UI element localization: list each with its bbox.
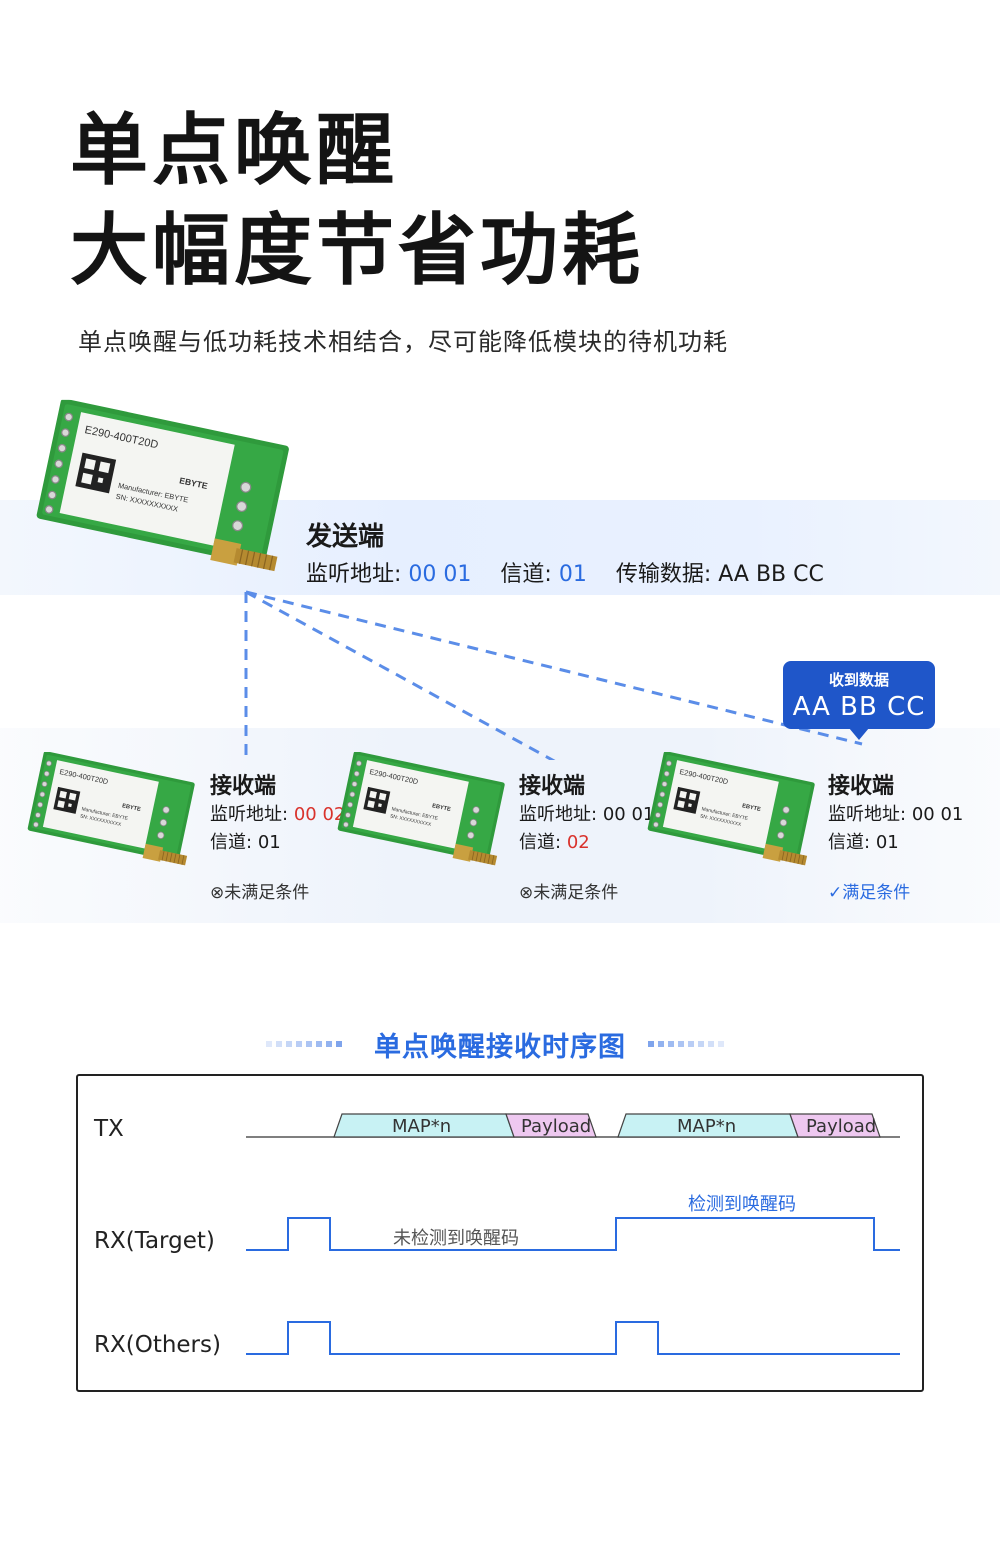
timing-title: 单点唤醒接收时序图 [374, 1032, 626, 1063]
tx-map-label-2: MAP*n [677, 1116, 737, 1137]
receiver-2-addr-label: 监听地址: [519, 804, 598, 825]
receiver-1-addr-label: 监听地址: [210, 804, 289, 825]
receiver-2-status: ⊗未满足条件 [519, 878, 618, 903]
receiver-1-title: 接收端 [210, 774, 277, 799]
receiver-3-module-image [644, 752, 824, 882]
receiver-1-status-text: 未满足条件 [224, 883, 310, 903]
sender-addr-value: 00 01 [408, 562, 472, 587]
row-label-rx-target: RX(Target) [94, 1228, 215, 1254]
receiver-2-addr-value: 00 01 [602, 804, 655, 825]
sender-data-value: AA BB CC [718, 562, 824, 587]
receiver-2-module-image [334, 752, 514, 882]
connection-lines [244, 590, 863, 760]
headline-subtitle: 单点唤醒与低功耗技术相结合，尽可能降低模块的待机功耗 [78, 328, 728, 356]
fail-circle-x-icon: ⊗ [210, 883, 225, 903]
receiver-1-addr-value: 00 02 [293, 804, 346, 825]
timing-waveforms [246, 1113, 900, 1355]
receiver-2-title: 接收端 [519, 774, 586, 799]
receiver-1-status: ⊗未满足条件 [210, 878, 309, 903]
received-data-bubble: 收到数据 AA BB CC [783, 661, 935, 729]
rx-others-wave [246, 1321, 900, 1355]
receiver-3-channel: 信道: 01 [828, 828, 899, 854]
bubble-label: 收到数据 [828, 671, 889, 689]
receiver-2-addr: 监听地址: 00 01 [519, 800, 654, 826]
sender-channel-value: 01 [558, 562, 587, 587]
receiver-2-channel-label: 信道: [519, 832, 562, 853]
row-label-rx-others: RX(Others) [94, 1332, 221, 1358]
receiver-1-channel: 信道: 01 [210, 828, 281, 854]
receiver-3-channel-label: 信道: [828, 832, 871, 853]
receiver-2-channel-value: 02 [566, 832, 590, 853]
link-to-receiver-3 [245, 590, 863, 746]
headline-line2: 大幅度节省功耗 [70, 206, 645, 296]
tx-payload-packet-1 [505, 1113, 597, 1138]
bubble-tail [849, 728, 869, 740]
timing-diagram [76, 1074, 924, 1392]
receiver-3-addr-label: 监听地址: [828, 804, 907, 825]
sender-data-label: 传输数据: [615, 562, 712, 587]
sender-module-image [32, 398, 302, 598]
receiver-3-status-text: 满足条件 [842, 883, 911, 903]
fail-circle-x-icon: ⊗ [519, 883, 534, 903]
rx-target-wave [246, 1217, 900, 1251]
link-to-receiver-2 [245, 590, 556, 760]
tx-payload-label-1: Payload [521, 1116, 592, 1137]
tx-map-label-1: MAP*n [392, 1116, 452, 1137]
receiver-1-addr: 监听地址: 00 02 [210, 800, 345, 826]
success-check-circle-icon: ✓ [828, 883, 843, 903]
receiver-1-module-image [24, 752, 204, 882]
receiver-3-addr: 监听地址: 00 01 [828, 800, 963, 826]
detected-label: 检测到唤醒码 [688, 1194, 796, 1215]
title-decoration-right [648, 1041, 724, 1047]
receiver-3-channel-value: 01 [875, 832, 899, 853]
headline-line1: 单点唤醒 [70, 106, 399, 196]
receiver-1-channel-value: 01 [257, 832, 281, 853]
bubble-data: AA BB CC [792, 692, 926, 722]
title-decoration-left [266, 1041, 342, 1047]
receiver-3-title: 接收端 [828, 774, 895, 799]
receiver-3-status: ✓满足条件 [828, 878, 910, 903]
tx-payload-label-2: Payload [806, 1116, 877, 1137]
tx-payload-packet-2 [789, 1113, 881, 1138]
receiver-1-channel-label: 信道: [210, 832, 253, 853]
sender-title: 发送端 [306, 522, 385, 552]
row-label-tx: TX [94, 1116, 124, 1142]
sender-addr-label: 监听地址: [306, 562, 402, 587]
receiver-3-addr-value: 00 01 [911, 804, 964, 825]
receiver-2-channel: 信道: 02 [519, 828, 590, 854]
sender-channel-label: 信道: [500, 562, 552, 587]
receiver-2-status-text: 未满足条件 [533, 883, 619, 903]
not-detected-label: 未检测到唤醒码 [393, 1228, 519, 1249]
sender-info: 监听地址: 00 01 信道: 01 传输数据: AA BB CC [306, 556, 824, 588]
